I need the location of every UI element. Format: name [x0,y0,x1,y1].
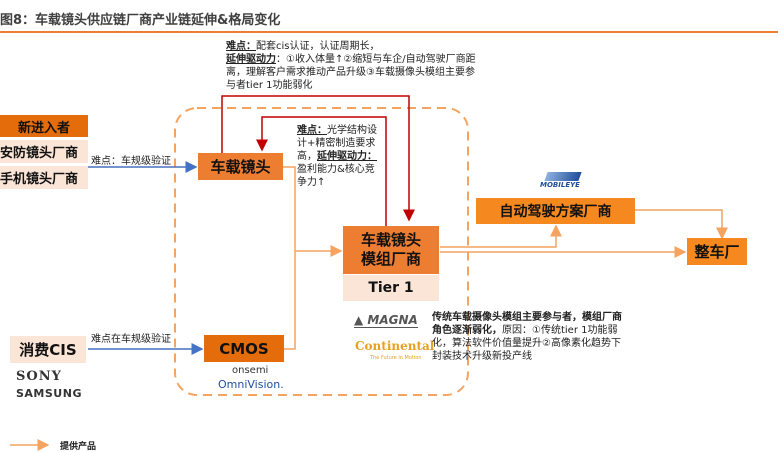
entrant-arrow-label: 难点：车规级验证 [91,156,171,167]
module-to-adas-arrow [440,224,562,248]
onsemi-logo: onsemi [232,365,269,376]
top-note-difficulty-text: 配套cis认证，认证周期长， [256,41,380,52]
module-extension-arrow [256,116,387,226]
magna-logo: ▲ MAGNA [354,313,418,328]
mobileye-logo-mark [544,172,582,181]
samsung-logo: SAMSUNG [16,387,82,400]
mid-note: 难点：光学结构设计+精密制造要求高，延伸驱动力： 盈利能力&核心竞争力↑ [297,124,379,189]
entrant-security-lens: 安防镜头厂商 [0,140,88,163]
mid-note-difficulty-text: 光学结构设计+精密制造要求高， [297,125,377,162]
lens-extension-arrow [221,95,415,222]
continental-logo: Continental [355,339,435,353]
tier1-label: Tier 1 [343,275,439,301]
cmos-node: CMOS [204,335,284,362]
figure-title: 图8：车载镜头供应链厂商产业链延伸&格局变化 [0,13,281,28]
omnivision-logo: OmniVision. [218,378,284,391]
magna-logo-text: MAGNA [367,313,418,327]
adas-to-oem-arrow [620,209,728,240]
mid-note-difficulty-label: 难点： [297,125,327,136]
bottom-note-bold: 传统车载摄像头模组主要参与者，模组厂商角色逐渐弱化， [432,312,622,336]
module-maker-node: 车载镜头 模组厂商 [343,226,439,274]
auto-lens-node: 车载镜头 [198,153,283,180]
adas-vendor-node: 自动驾驶方案厂商 [476,198,635,224]
mid-note-driver-label: 延伸驱动力： [317,151,377,162]
sony-logo: SONY [16,369,62,384]
title-divider [0,31,778,33]
bottom-note-normal: 原因：①传统tier 1功能弱化，算法软件价值量提升②高像素化趋势下封装技术升级… [432,325,621,362]
mobileye-logo-text: MOBILEYE [540,181,580,189]
module-maker-line2: 模组厂商 [360,250,421,268]
continental-tagline: The Future in Motion [370,355,422,361]
oem-node: 整车厂 [687,238,747,265]
mid-note-driver-text: 盈利能力&核心竞争力↑ [297,164,375,188]
cis-arrow-label: 难点在车规级验证 [91,334,171,345]
top-note-difficulty-label: 难点： [226,41,256,52]
consumer-cis-box: 消费CIS [10,336,86,363]
top-note: 难点：配套cis认证，认证周期长， 延伸驱动力：①收入体量↑②缩短与车企/自动驾… [226,40,476,92]
lens-supply-line [283,166,296,350]
top-note-driver-text: ：①收入体量↑②缩短与车企/自动驾驶厂商距离，理解客户需求推动产品升级③车载摄像… [226,54,476,91]
new-entrants-header: 新进入者 [0,115,88,137]
legend-label: 提供产品 [60,442,97,452]
mobileye-logo: MOBILEYE [540,172,582,189]
industry-boundary [174,107,469,396]
top-note-driver-label: 延伸驱动力 [226,54,276,65]
entrant-phone-lens: 手机镜头厂商 [0,166,88,189]
module-maker-line1: 车载镜头 [360,231,421,249]
bottom-note: 传统车载摄像头模组主要参与者，模组厂商角色逐渐弱化，原因：①传统tier 1功能… [432,311,622,363]
